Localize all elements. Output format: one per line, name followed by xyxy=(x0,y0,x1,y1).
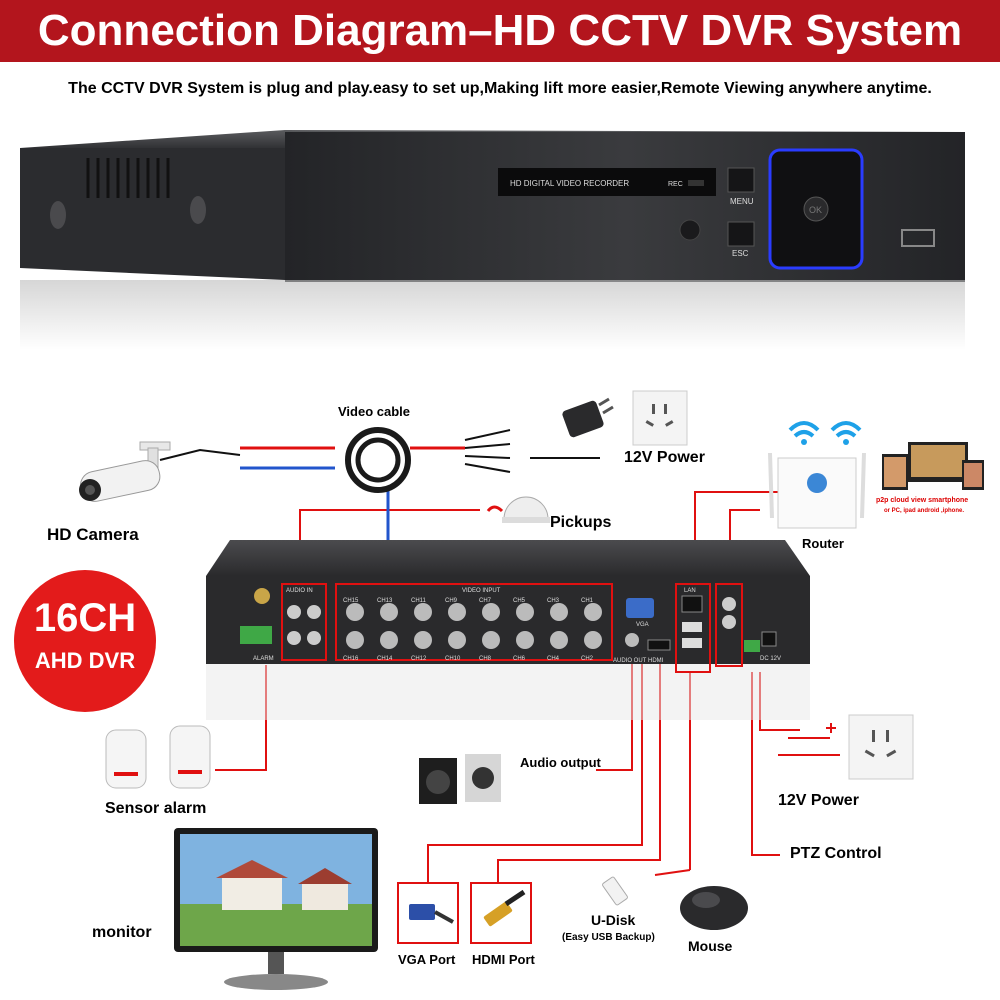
lan-label: LAN xyxy=(684,588,696,594)
hd-camera-label: HD Camera xyxy=(47,525,139,545)
channel-label: CH9 xyxy=(445,598,457,604)
usb-port-2 xyxy=(682,638,702,648)
mouse-label: Mouse xyxy=(688,938,732,954)
video-input-label: VIDEO INPUT xyxy=(462,588,500,594)
lan-port xyxy=(682,596,702,612)
dc-jack xyxy=(762,632,776,646)
video-cable-label: Video cable xyxy=(338,404,410,419)
hdmi-cable-icon xyxy=(470,882,532,944)
mouse-icon xyxy=(676,880,752,936)
pir-sensor-icon xyxy=(102,722,214,794)
power-top-label: 12V Power xyxy=(624,449,705,467)
audio-out-port xyxy=(625,633,639,647)
vga-port xyxy=(626,598,654,618)
hdmi-label: HDMI xyxy=(648,658,663,664)
rear-top xyxy=(206,540,810,576)
usb-port-1 xyxy=(682,622,702,632)
vga-label: VGA xyxy=(636,622,649,628)
audio-output-label: Audio output xyxy=(520,755,601,770)
channel-labels-top: CH15 CH13 CH11 CH9 CH7 CH5 CH3 CH1 xyxy=(343,598,623,606)
channel-label: CH11 xyxy=(411,598,426,604)
p2p-line2: or PC, ipad android ,iphone. xyxy=(884,508,964,514)
channel-label: CH15 xyxy=(343,598,358,604)
hdmi-port xyxy=(648,640,670,650)
wall-socket-icon xyxy=(632,390,688,446)
bullet-camera-icon xyxy=(70,440,180,520)
channel-label: CH13 xyxy=(377,598,392,604)
badge-line2: AHD DVR xyxy=(14,648,156,674)
channel-label: CH14 xyxy=(377,656,392,662)
channel-label: CH6 xyxy=(513,656,525,662)
vga-port-label: VGA Port xyxy=(398,952,455,967)
power-right-label: 12V Power xyxy=(778,792,859,810)
ground-terminal xyxy=(254,588,270,604)
wall-socket-right-icon xyxy=(848,714,914,780)
udisk-sub-label: (Easy USB Backup) xyxy=(562,932,655,943)
channel-labels-bottom: CH16 CH14 CH12 CH10 CH8 CH6 CH4 CH2 xyxy=(343,656,623,664)
vga-cable-icon xyxy=(397,882,459,944)
hdmi-port-label: HDMI Port xyxy=(472,952,535,967)
channel-label: CH1 xyxy=(581,598,593,604)
power-adapter-icon xyxy=(555,395,615,450)
16ch-badge xyxy=(14,570,156,712)
alarm-label: ALARM xyxy=(253,656,274,662)
channel-label: CH2 xyxy=(581,656,593,662)
alarm-terminal xyxy=(240,626,272,644)
ptz-control-label: PTZ Control xyxy=(790,845,882,863)
remote-devices-icon xyxy=(878,440,988,496)
channel-label: CH5 xyxy=(513,598,525,604)
channel-label: CH3 xyxy=(547,598,559,604)
channel-label: CH4 xyxy=(547,656,559,662)
dc-label: DC 12V xyxy=(760,656,781,662)
badge-line1: 16CH xyxy=(14,596,156,641)
ptz-terminal xyxy=(744,640,760,652)
channel-label: CH7 xyxy=(479,598,491,604)
udisk-label: U-Disk xyxy=(591,912,635,928)
p2p-line1: p2p cloud view smartphone xyxy=(876,497,968,504)
dvr-rear-view xyxy=(200,540,810,720)
speaker-icon xyxy=(415,752,505,808)
sensor-alarm-label: Sensor alarm xyxy=(105,800,206,818)
audio-in-label: AUDIO IN xyxy=(286,588,313,594)
channel-label: CH12 xyxy=(411,656,426,662)
pickup-microphone-icon xyxy=(484,483,550,529)
usb-disk-icon xyxy=(600,872,642,908)
channel-label: CH10 xyxy=(445,656,460,662)
pickups-label: Pickups xyxy=(550,514,611,532)
channel-label: CH8 xyxy=(479,656,491,662)
monitor-icon xyxy=(172,826,382,996)
monitor-label: monitor xyxy=(92,924,152,942)
channel-label: CH16 xyxy=(343,656,358,662)
rear-reflection xyxy=(206,664,810,720)
router-icon xyxy=(760,408,875,533)
